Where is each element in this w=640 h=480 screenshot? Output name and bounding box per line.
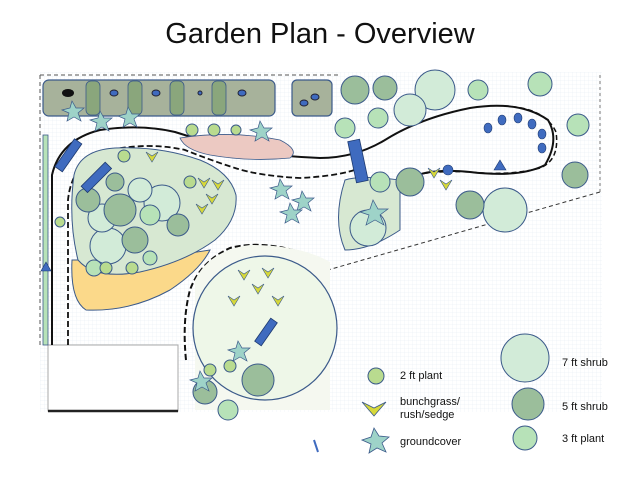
bed-marker-black (62, 89, 74, 97)
page-title: Garden Plan - Overview (165, 18, 475, 50)
legend-2ft-plant-icon (367, 367, 385, 385)
path-pavers (442, 112, 547, 176)
legend-3ft-plant-label: 3 ft plant (562, 433, 605, 445)
path-dashed-lower (183, 243, 301, 361)
legend-2ft-plant-label: 2 ft plant (400, 370, 443, 382)
legend-groundcover-label: groundcover (400, 436, 462, 448)
stepping-stones (54, 138, 369, 347)
path-dashed-east (399, 105, 558, 179)
two-ft-plants (54, 123, 242, 377)
three-ft-plants (85, 71, 590, 421)
bed-markers-blue (109, 89, 247, 97)
marker-triangle-west (40, 261, 52, 272)
legend-7ft-shrub-icon (500, 333, 550, 383)
legend-bunchgrass-label: bunchgrass/ rush/sedge (400, 396, 460, 421)
legend-bunchgrass-icon (361, 401, 387, 417)
left-strip-bed (42, 134, 49, 346)
legend-5ft-shrub-icon (511, 387, 545, 421)
marker-triangle-east (493, 159, 507, 171)
groundcover-plants (60, 100, 390, 392)
seven-ft-shrubs (87, 69, 528, 265)
raised-bed-dividers (85, 80, 227, 116)
legend-groundcover-icon (360, 427, 390, 454)
patio (47, 344, 179, 412)
marker-tick (313, 439, 319, 453)
legend-3ft-plant-icon (512, 425, 538, 451)
bunchgrass-plants (145, 151, 453, 307)
property-line-diagonal (299, 191, 601, 279)
small-bed-markers (299, 93, 320, 107)
legend-5ft-shrub-label: 5 ft shrub (562, 401, 608, 413)
legend-7ft-shrub-label: 7 ft shrub (562, 357, 608, 369)
